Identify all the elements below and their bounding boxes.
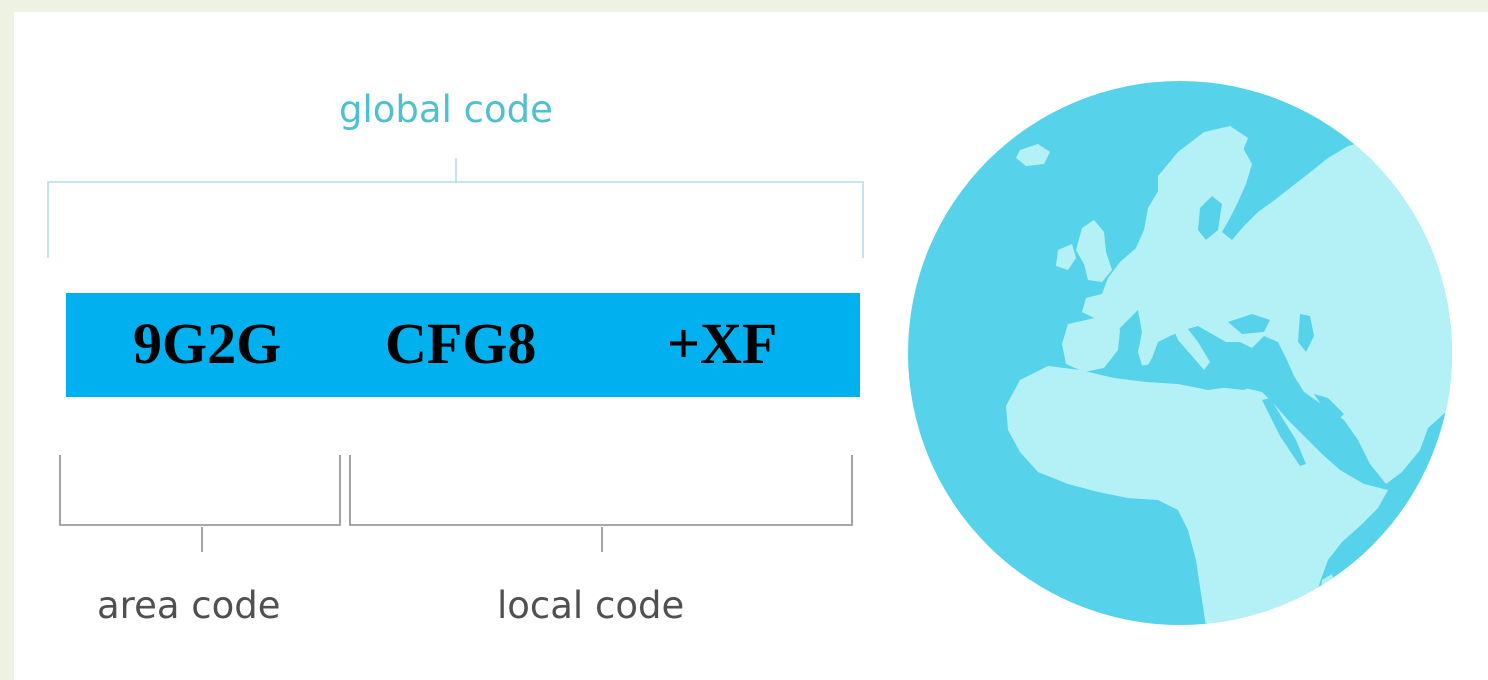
local-code-value: CFG8 [385,311,537,376]
red-sea [1262,398,1306,466]
iberia-landmass [1062,316,1120,372]
italy-landmass [1170,320,1210,370]
ireland-landmass [1056,244,1076,270]
area-code-value: 9G2G [133,311,282,376]
baltic-sea [1198,196,1222,240]
iceland-landmass [1016,144,1050,166]
local-code-extension: +XF [667,311,778,376]
britain-landmass [1076,220,1112,282]
caspian-sea [1298,314,1314,352]
mediterranean-sea [1104,362,1258,390]
globe-europe-africa-icon [908,81,1452,625]
inland-seas [1104,196,1344,466]
plus-code-box [66,293,860,397]
area-code-label: area code [97,584,281,627]
global-code-label: global code [339,88,553,131]
persian-gulf [1314,394,1344,420]
local-code-label: local code [497,584,685,627]
scandinavia-landmass [1158,126,1248,230]
black-sea [1228,314,1270,334]
